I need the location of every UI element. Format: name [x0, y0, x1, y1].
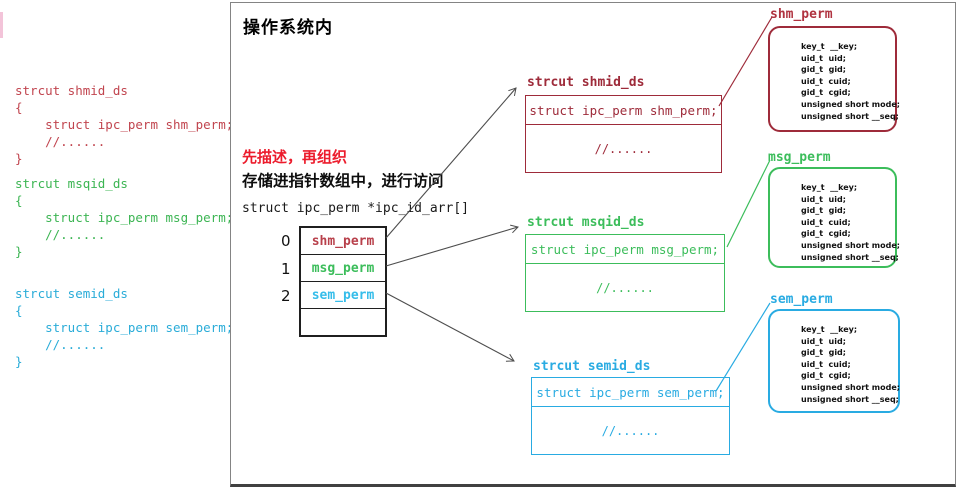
array-cell-empty: [301, 309, 385, 335]
hint-describe-then-organize: 先描述，再组织: [242, 148, 348, 166]
code-block-semid-ds: strcut semid_ds { struct ipc_perm sem_pe…: [15, 286, 234, 369]
msg-perm-label: msg_perm: [768, 150, 831, 165]
sem-perm-fields: key_t __key; uid_t uid; gid_t gid; uid_t…: [801, 325, 900, 404]
struct-shmid-member: struct ipc_perm shm_perm;: [526, 96, 721, 125]
sem-perm-label: sem_perm: [770, 292, 833, 307]
left-edge-artifact: [0, 12, 3, 38]
struct-semid-ds-box: struct ipc_perm sem_perm; //......: [531, 377, 730, 455]
array-cell-sem-perm: sem_perm: [301, 282, 385, 309]
struct-msqid-ellipsis: //......: [596, 281, 654, 295]
array-declaration-code: struct ipc_perm *ipc_id_arr[]: [242, 201, 469, 216]
code-block-shmid-ds: strcut shmid_ds { struct ipc_perm shm_pe…: [15, 83, 234, 166]
struct-semid-ds-label: strcut semid_ds: [533, 359, 651, 374]
struct-msqid-member: struct ipc_perm msg_perm;: [526, 235, 724, 264]
ipc-pointer-array-table: shm_perm msg_perm sem_perm: [299, 226, 387, 337]
struct-msqid-ds-box: struct ipc_perm msg_perm; //......: [525, 234, 725, 312]
array-index-1: 1: [281, 260, 291, 278]
struct-shmid-ds-label: strcut shmid_ds: [527, 75, 645, 90]
array-cell-shm-perm: shm_perm: [301, 228, 385, 255]
struct-shmid-ellipsis: //......: [594, 142, 653, 156]
array-cell-msg-perm: msg_perm: [301, 255, 385, 282]
struct-shmid-ds-box: struct ipc_perm shm_perm; //......: [525, 95, 722, 173]
shm-perm-label: shm_perm: [770, 7, 833, 22]
msg-perm-fields: key_t __key; uid_t uid; gid_t gid; uid_t…: [801, 183, 900, 262]
hint-store-in-pointer-array: 存储进指针数组中，进行访问: [242, 172, 444, 190]
shm-perm-fields: key_t __key; uid_t uid; gid_t gid; uid_t…: [801, 42, 900, 121]
struct-msqid-ds-label: strcut msqid_ds: [527, 215, 645, 230]
msg-perm-fields-box: key_t __key; uid_t uid; gid_t gid; uid_t…: [768, 167, 900, 268]
struct-semid-member: struct ipc_perm sem_perm;: [532, 378, 729, 407]
array-index-2: 2: [281, 287, 291, 305]
panel-title: 操作系统内: [243, 18, 333, 38]
sem-perm-fields-box: key_t __key; uid_t uid; gid_t gid; uid_t…: [768, 309, 900, 413]
struct-semid-ellipsis: //......: [601, 424, 660, 438]
shm-perm-fields-box: key_t __key; uid_t uid; gid_t gid; uid_t…: [768, 26, 900, 132]
array-index-0: 0: [281, 232, 291, 250]
code-block-msqid-ds: strcut msqid_ds { struct ipc_perm msg_pe…: [15, 176, 234, 259]
